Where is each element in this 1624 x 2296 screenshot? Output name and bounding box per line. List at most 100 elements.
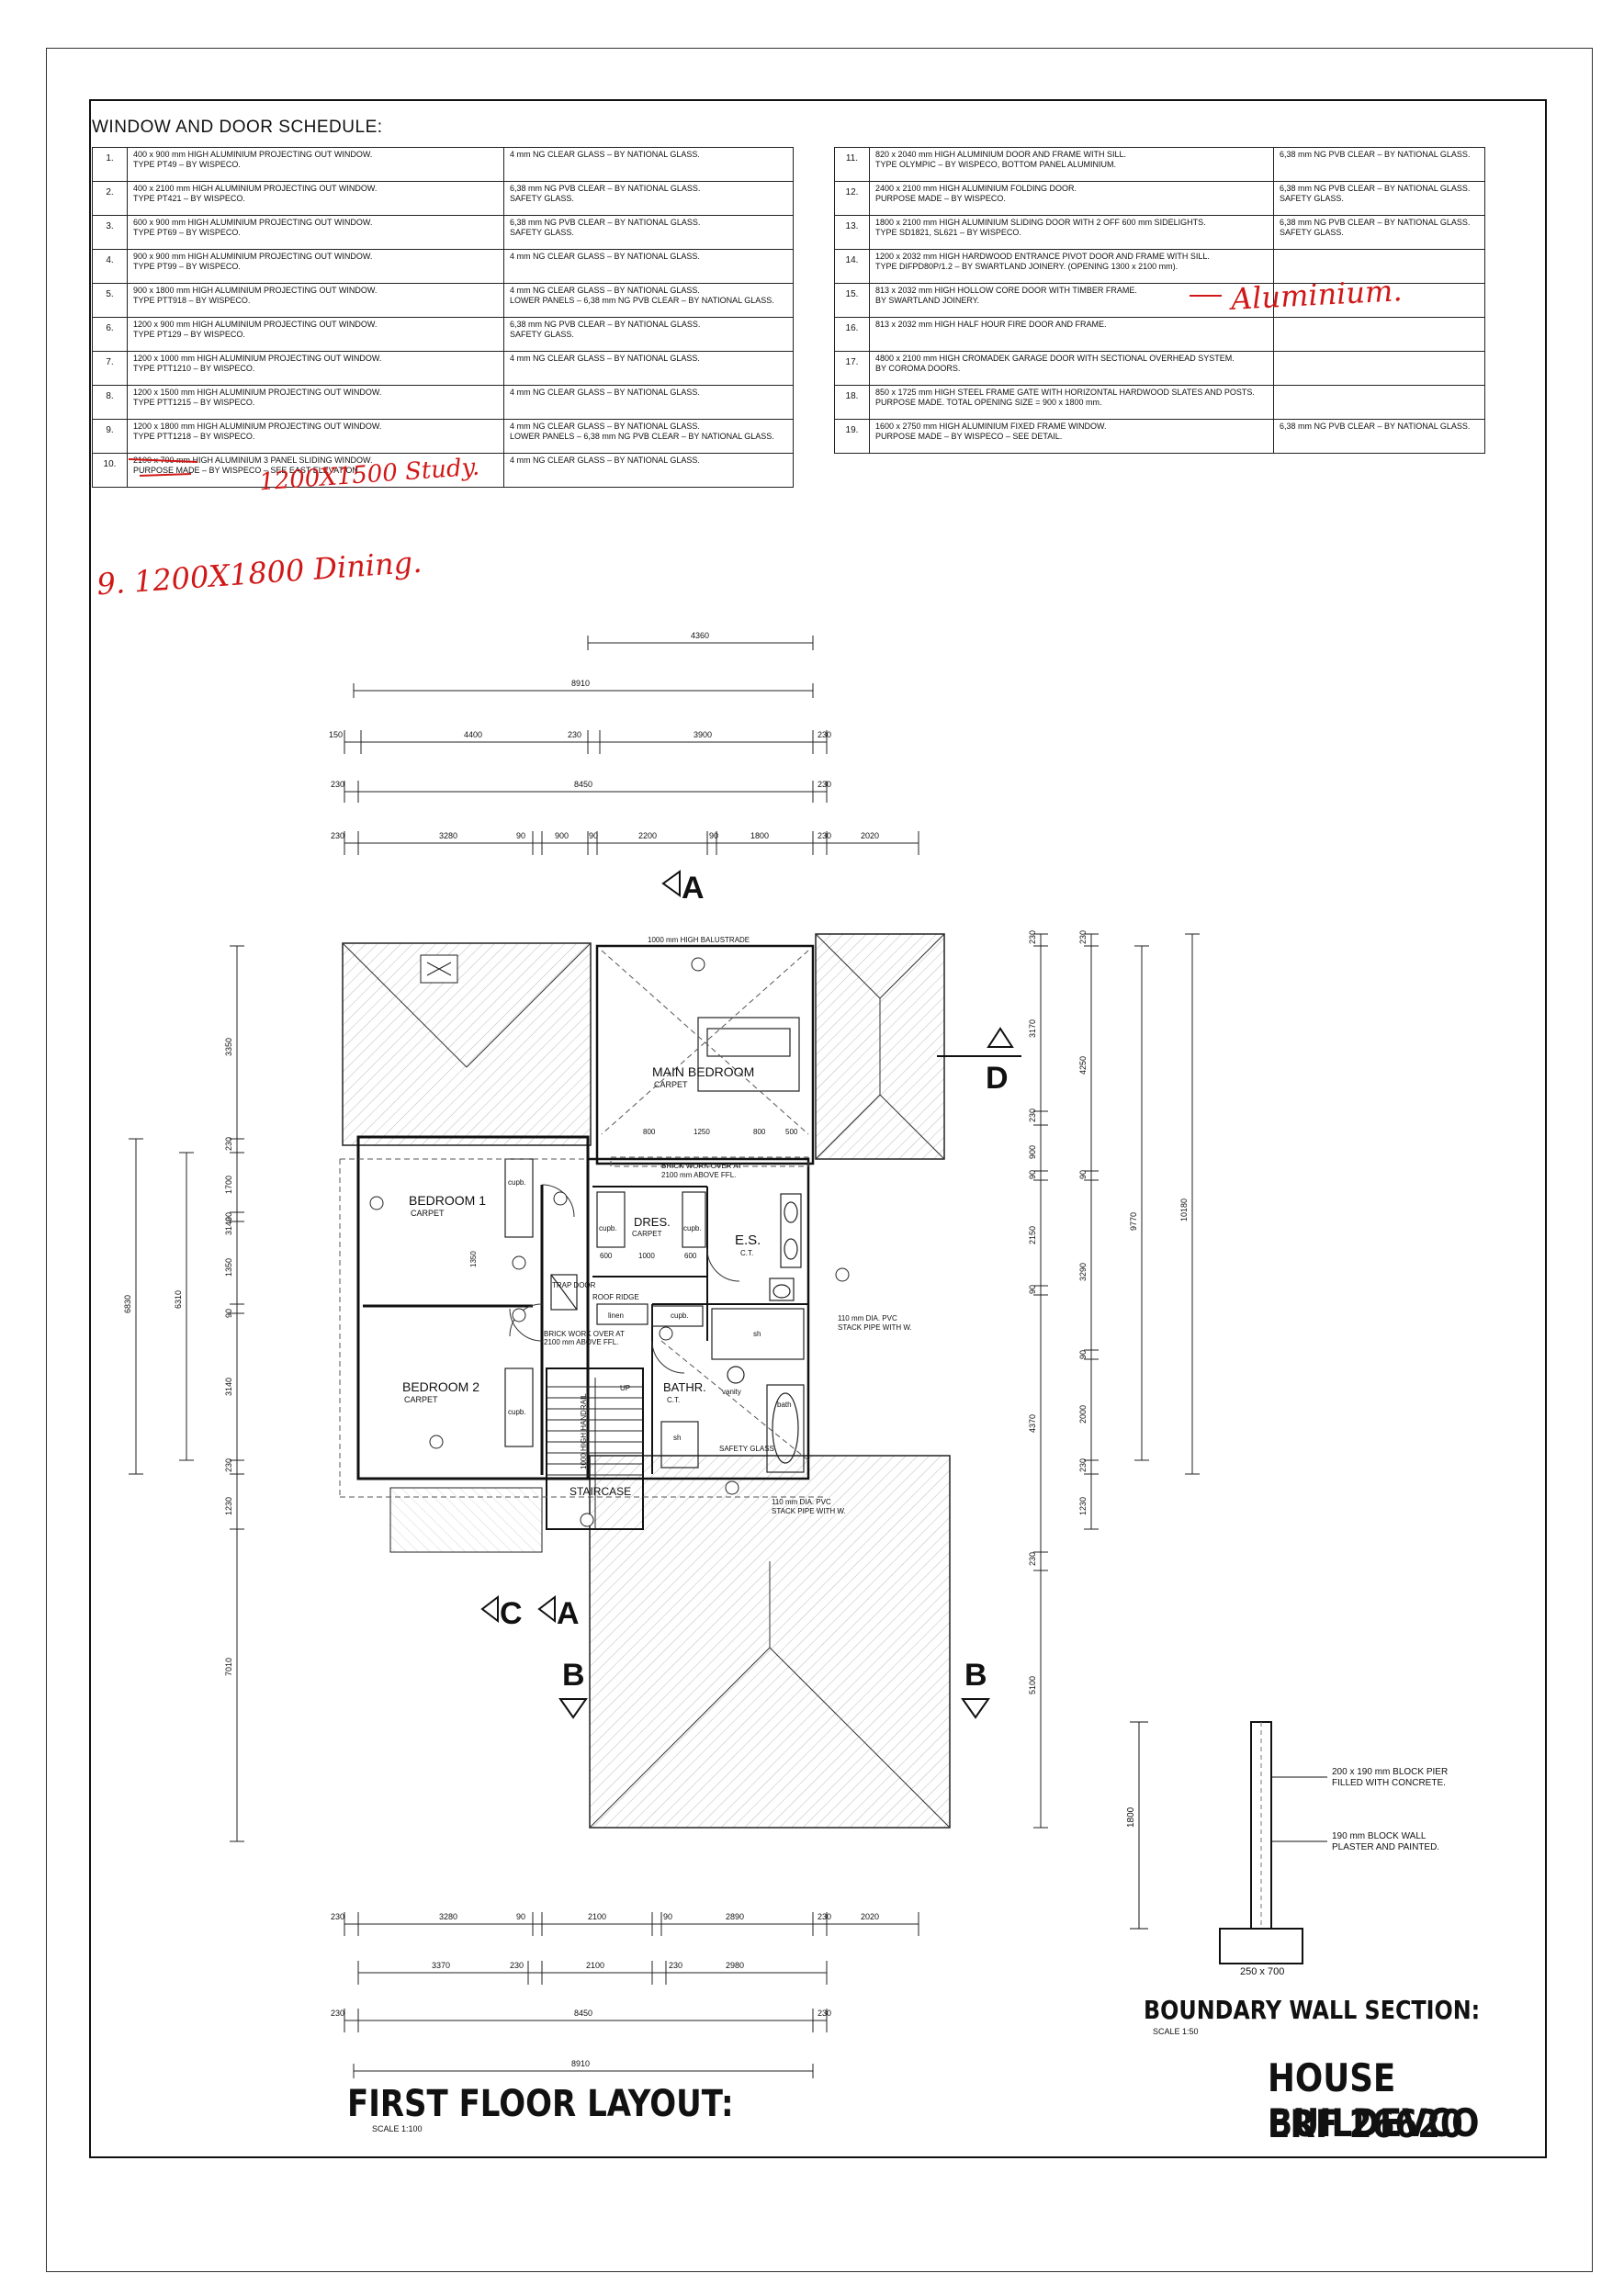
schedule-description: 2100 x 700 mm HIGH ALUMINIUM 3 PANEL SLI… bbox=[127, 453, 504, 488]
schedule-glazing: 6,38 mm NG PVB CLEAR – BY NATIONAL GLASS… bbox=[503, 215, 794, 250]
plan-label: 90 bbox=[1028, 1285, 1037, 1294]
section-b-left: B bbox=[562, 1658, 585, 1693]
schedule-row: 17.4800 x 2100 mm HIGH CROMADEK GARAGE D… bbox=[834, 351, 1485, 386]
schedule-description: 1600 x 2750 mm HIGH ALUMINIUM FIXED FRAM… bbox=[869, 419, 1274, 454]
schedule-description-line: 1200 x 1500 mm HIGH ALUMINIUM PROJECTING… bbox=[133, 388, 382, 397]
schedule-description-line: BY COROMA DOORS. bbox=[875, 364, 961, 374]
schedule-glazing-line: 4 mm NG CLEAR GLASS – BY NATIONAL GLASS. bbox=[510, 354, 700, 363]
plan-label: 1000 HIGH HANDRAIL bbox=[580, 1393, 588, 1469]
schedule-row: 14. 1200 x 2032 mm HIGH HARDWOOD ENTRANCE… bbox=[834, 249, 1485, 284]
plan-label: 3170 bbox=[1028, 1019, 1037, 1038]
plan-label: 800 bbox=[643, 1128, 656, 1136]
plan-label: 230 bbox=[331, 1912, 344, 1921]
plan-label: 1000 bbox=[638, 1252, 655, 1260]
schedule-description-line: 900 x 1800 mm HIGH ALUMINIUM PROJECTING … bbox=[133, 286, 378, 295]
room-dres: DRES. bbox=[634, 1215, 671, 1229]
schedule-description-line: 2400 x 2100 mm HIGH ALUMINIUM FOLDING DO… bbox=[875, 184, 1077, 193]
schedule-description-line: 820 x 2040 mm HIGH ALUMINIUM DOOR AND FR… bbox=[875, 150, 1127, 159]
schedule-row: 15.813 x 2032 mm HIGH HOLLOW CORE DOOR W… bbox=[834, 283, 1485, 318]
red-markups bbox=[128, 295, 1222, 477]
plan-label: 230 bbox=[818, 730, 831, 739]
plan-label: 2200 bbox=[638, 831, 657, 840]
schedule-glazing-line: LOWER PANELS – 6,38 mm NG PVB CLEAR – BY… bbox=[510, 432, 774, 442]
plan-label: 1700 bbox=[224, 1176, 233, 1194]
plan-label: 230 bbox=[568, 730, 581, 739]
plan-label: 600 bbox=[600, 1252, 613, 1260]
schedule-glazing-line: 4 mm NG CLEAR GLASS – BY NATIONAL GLASS. bbox=[510, 286, 700, 295]
schedule-number-line: 14. bbox=[845, 255, 859, 265]
dimensions-bottom: 230 3280 90 2100 90 2890 230 2020 3370 2… bbox=[331, 1912, 919, 2078]
plan-label: sh bbox=[753, 1330, 761, 1338]
schedule-number: 10. bbox=[92, 453, 128, 488]
section-a-bottom: A bbox=[557, 1596, 580, 1631]
dimensions-top: 4360 8910 150 4400 230 3900 230 230 8450… bbox=[329, 631, 919, 855]
schedule-description: 1200 x 2032 mm HIGH HARDWOOD ENTRANCE PI… bbox=[869, 249, 1274, 284]
schedule-number: 11. bbox=[834, 147, 870, 182]
plan-label: BRICK WORK OVER AT bbox=[661, 1162, 742, 1170]
plan-label: 110 mm DIA. PVC bbox=[838, 1314, 897, 1322]
plan-label: 1350 bbox=[469, 1251, 478, 1267]
floor-plan-title: FIRST FLOOR LAYOUT: bbox=[347, 2083, 734, 2125]
wall-label-block-2: PLASTER AND PAINTED. bbox=[1332, 1842, 1439, 1852]
schedule-row: 4. 900 x 900 mm HIGH ALUMINIUM PROJECTING… bbox=[92, 249, 794, 284]
schedule-glazing-line: 6,38 mm NG PVB CLEAR – BY NATIONAL GLASS… bbox=[1280, 218, 1471, 227]
schedule-row: 7.1200 x 1000 mm HIGH ALUMINIUM PROJECTI… bbox=[92, 351, 794, 386]
room-main-bedroom: MAIN BEDROOM bbox=[652, 1064, 754, 1079]
schedule-glazing-line: 6,38 mm NG PVB CLEAR – BY NATIONAL GLASS… bbox=[510, 320, 701, 329]
section-d: D bbox=[986, 1061, 1009, 1096]
schedule-glazing bbox=[1273, 351, 1485, 386]
schedule-glazing-line: 4 mm NG CLEAR GLASS – BY NATIONAL GLASS. bbox=[510, 422, 700, 431]
schedule-glazing-line: SAFETY GLASS. bbox=[510, 194, 574, 204]
staircase-treads bbox=[547, 1378, 643, 1529]
schedule-number: 15. bbox=[834, 283, 870, 318]
plan-label: SAFETY GLASS bbox=[719, 1445, 774, 1453]
schedule-table-left: 1.400 x 900 mm HIGH ALUMINIUM PROJECTING… bbox=[92, 147, 794, 488]
plan-label: 7010 bbox=[224, 1658, 233, 1676]
section-b-right: B bbox=[964, 1658, 987, 1693]
plan-annotations: 1000 mm HIGH BALUSTRADE BRICK WORK OVER … bbox=[469, 936, 912, 1515]
room-es: E.S. bbox=[735, 1232, 761, 1248]
plan-label: 4370 bbox=[1028, 1414, 1037, 1433]
schedule-glazing: 6,38 mm NG PVB CLEAR – BY NATIONAL GLASS… bbox=[503, 181, 794, 216]
plan-label: 1000 mm HIGH BALUSTRADE bbox=[648, 936, 750, 944]
schedule-row: 11. 820 x 2040 mm HIGH ALUMINIUM DOOR AND… bbox=[834, 147, 1485, 182]
schedule-number: 4. bbox=[92, 249, 128, 284]
plan-label: 1230 bbox=[1078, 1497, 1088, 1515]
plan-label: BRICK WORK OVER AT bbox=[544, 1330, 625, 1338]
plan-label: 1350 bbox=[224, 1258, 233, 1277]
plan-label: 3280 bbox=[439, 831, 457, 840]
schedule-description-line: 900 x 900 mm HIGH ALUMINIUM PROJECTING O… bbox=[133, 252, 373, 261]
schedule-description-line: PURPOSE MADE. TOTAL OPENING SIZE = 900 x… bbox=[875, 398, 1102, 408]
schedule-glazing-line: LOWER PANELS – 6,38 mm NG PVB CLEAR – BY… bbox=[510, 296, 774, 306]
schedule-number: 17. bbox=[834, 351, 870, 386]
schedule-description-line: 1600 x 2750 mm HIGH ALUMINIUM FIXED FRAM… bbox=[875, 422, 1107, 431]
schedule-glazing-line: SAFETY GLASS. bbox=[1280, 228, 1344, 238]
room-bedroom1: BEDROOM 1 bbox=[409, 1193, 486, 1208]
plan-label: 230 bbox=[1028, 1552, 1037, 1566]
schedule-number-line: 3. bbox=[106, 221, 114, 231]
schedule-number-line: 11. bbox=[845, 153, 859, 163]
schedule-glazing bbox=[1273, 249, 1485, 284]
plan-label: cupb. bbox=[671, 1311, 689, 1320]
plan-label: 90 bbox=[224, 1212, 233, 1221]
schedule-description-line: 2100 x 700 mm HIGH ALUMINIUM 3 PANEL SLI… bbox=[133, 456, 373, 465]
schedule-number-line: 4. bbox=[106, 255, 114, 265]
schedule-row: 13.1800 x 2100 mm HIGH ALUMINIUM SLIDING… bbox=[834, 215, 1485, 250]
room-es-ct: C.T. bbox=[740, 1249, 753, 1257]
schedule-description: 1800 x 2100 mm HIGH ALUMINIUM SLIDING DO… bbox=[869, 215, 1274, 250]
schedule-glazing-line: SAFETY GLASS. bbox=[1280, 194, 1344, 204]
plan-label: 230 bbox=[1078, 930, 1088, 944]
schedule-description: 813 x 2032 mm HIGH HALF HOUR FIRE DOOR A… bbox=[869, 317, 1274, 352]
plan-label: 230 bbox=[818, 780, 831, 789]
schedule-glazing: 4 mm NG CLEAR GLASS – BY NATIONAL GLASS. bbox=[503, 453, 794, 488]
plan-label: 230 bbox=[331, 780, 344, 789]
plan-label: 1250 bbox=[694, 1128, 710, 1136]
dimensions-right: 230 3170 230 900 90 2150 90 4370 230 230… bbox=[1028, 930, 1200, 1829]
wall-height-dimension: 1800 bbox=[1126, 1806, 1136, 1828]
schedule-row: 9.1200 x 1800 mm HIGH ALUMINIUM PROJECTI… bbox=[92, 419, 794, 454]
schedule-glazing-line: 6,38 mm NG PVB CLEAR – BY NATIONAL GLASS… bbox=[1280, 184, 1471, 193]
schedule-number-line: 1. bbox=[106, 153, 114, 163]
schedule-description-line: 813 x 2032 mm HIGH HALF HOUR FIRE DOOR A… bbox=[875, 320, 1107, 329]
outer-border bbox=[46, 48, 1593, 2272]
